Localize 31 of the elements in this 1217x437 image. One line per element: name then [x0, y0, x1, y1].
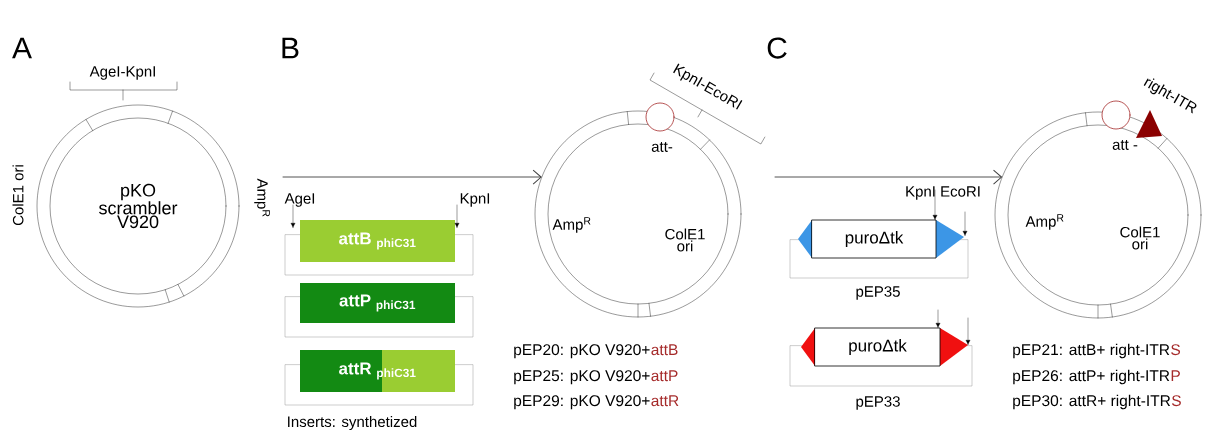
- label: pEP20: pKO V920+: [514, 344, 650, 359]
- label: KpnI EcoRI: [906, 186, 980, 200]
- label: att-: [651, 142, 673, 152]
- panel-letter: A: [12, 37, 32, 59]
- label: pEP25: pKO V920+: [514, 370, 650, 385]
- label: Amp$^{R}$: [254, 178, 270, 217]
- label: att -: [1112, 140, 1138, 150]
- panel-letter: C: [767, 37, 787, 59]
- arrow: [282, 169, 542, 185]
- label: S: [1171, 344, 1181, 356]
- panel-letter: B: [282, 37, 299, 59]
- cassette-box: puroΔtk pEP35: [789, 219, 969, 300]
- label: S: [1171, 395, 1181, 407]
- label: AgeI-KpnI: [89, 66, 155, 80]
- cassette-box: puroΔtk pEP33: [789, 327, 973, 410]
- label: attR: [651, 395, 679, 407]
- label: AgeI: [284, 193, 315, 207]
- arrow: [774, 169, 1002, 185]
- node-label: pEP33: [856, 396, 900, 410]
- label: attB: [651, 344, 678, 356]
- label: attP: [651, 370, 678, 382]
- plasmid-ring: pKO scrambler V920: [36, 104, 240, 308]
- label: pEP26: attP+ right-ITR: [1013, 369, 1170, 385]
- label: P: [1171, 370, 1180, 381]
- insert-box: attB $_{phiC31}$: [284, 220, 474, 276]
- node-label: pEP35: [856, 286, 900, 300]
- label: pEP29: pKO V920+: [514, 395, 650, 410]
- insert-box: attP $_{phiC31}$: [284, 283, 474, 338]
- label: pEP30: attR+ right-ITR: [1013, 394, 1171, 410]
- label: KpnI: [460, 193, 490, 207]
- label: pEP21: attB+ right-ITR: [1013, 343, 1170, 359]
